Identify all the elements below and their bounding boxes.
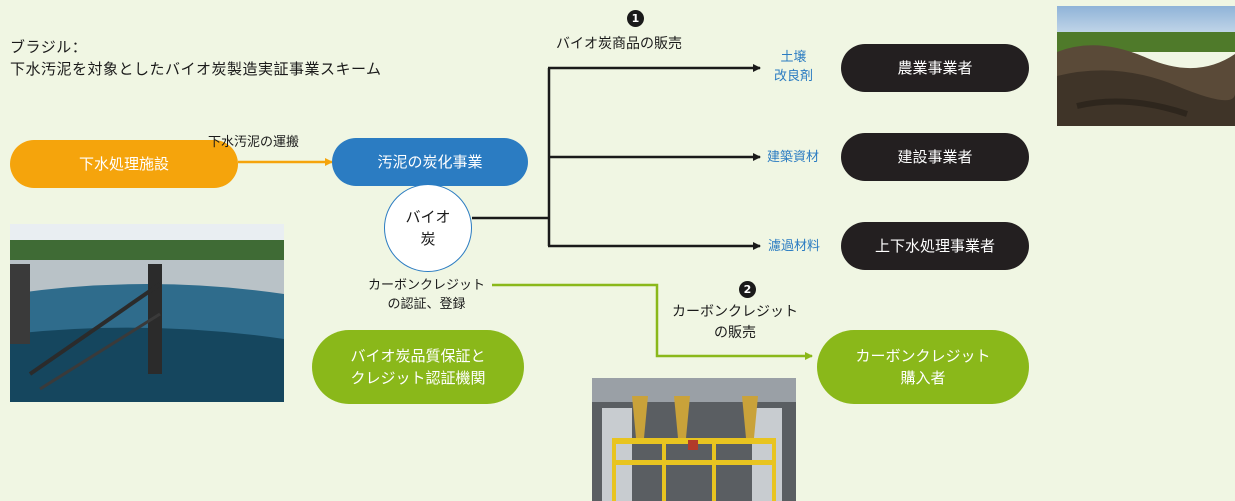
soil-improver-label-1: 土壌 bbox=[780, 50, 807, 65]
carbonization-plant-photo bbox=[592, 378, 796, 501]
soil-improver-label-2: 改良剤 bbox=[774, 69, 814, 84]
filter-material-label: 濾過材料 bbox=[768, 239, 821, 254]
construction-label: 建設事業者 bbox=[897, 148, 973, 166]
credit-sale-label: カーボンクレジット の販売 bbox=[672, 302, 798, 344]
biochar-field-photo bbox=[1057, 6, 1235, 126]
sewage-tank-photo bbox=[10, 224, 284, 402]
biochar-label-1: バイオ bbox=[405, 208, 451, 226]
credit-sale-label-2: の販売 bbox=[714, 325, 756, 341]
step-one-badge: 1 bbox=[627, 10, 644, 27]
diagram-title: ブラジル： 下水汚泥を対象としたバイオ炭製造実証事業スキーム bbox=[10, 36, 382, 80]
sewage-facility-node: 下水処理施設 bbox=[10, 140, 238, 188]
title-line-1: ブラジル： bbox=[10, 38, 88, 56]
credit-arrow bbox=[492, 283, 813, 360]
credit-buyer-label-2: 購入者 bbox=[900, 369, 946, 387]
sewage-facility-label: 下水処理施設 bbox=[78, 155, 169, 173]
carbonization-label: 汚泥の炭化事業 bbox=[377, 153, 483, 171]
agriculture-node: 農業事業者 bbox=[841, 44, 1029, 92]
credit-cert-label-1: カーボンクレジット bbox=[368, 278, 486, 293]
water-treatment-node: 上下水処理事業者 bbox=[841, 222, 1029, 270]
title-line-2: 下水汚泥を対象としたバイオ炭製造実証事業スキーム bbox=[10, 60, 382, 78]
sale-biochar-label: バイオ炭商品の販売 bbox=[556, 36, 682, 52]
biochar-node: バイオ 炭 bbox=[384, 184, 472, 272]
credit-buyer-label-1: カーボンクレジット bbox=[855, 347, 991, 365]
agriculture-label: 農業事業者 bbox=[897, 59, 973, 77]
water-treatment-label: 上下水処理事業者 bbox=[874, 237, 995, 255]
transport-label: 下水汚泥の運搬 bbox=[208, 135, 300, 150]
soil-improver-label: 土壌 改良剤 bbox=[774, 48, 813, 86]
credit-cert-label: カーボンクレジット の認証、登録 bbox=[368, 276, 485, 314]
certifier-node: バイオ炭品質保証と クレジット認証機関 bbox=[312, 330, 524, 404]
credit-buyer-node: カーボンクレジット 購入者 bbox=[817, 330, 1029, 404]
credit-cert-label-2: の認証、登録 bbox=[387, 297, 466, 312]
biochar-label-2: 炭 bbox=[420, 230, 436, 248]
credit-sale-label-1: カーボンクレジット bbox=[672, 304, 798, 320]
carbonization-node: 汚泥の炭化事業 bbox=[332, 138, 528, 186]
building-material-label: 建築資材 bbox=[767, 150, 820, 165]
construction-node: 建設事業者 bbox=[841, 133, 1029, 181]
step-two-badge: 2 bbox=[739, 281, 756, 298]
certifier-label-1: バイオ炭品質保証と bbox=[350, 347, 486, 365]
certifier-label-2: クレジット認証機関 bbox=[350, 369, 486, 387]
